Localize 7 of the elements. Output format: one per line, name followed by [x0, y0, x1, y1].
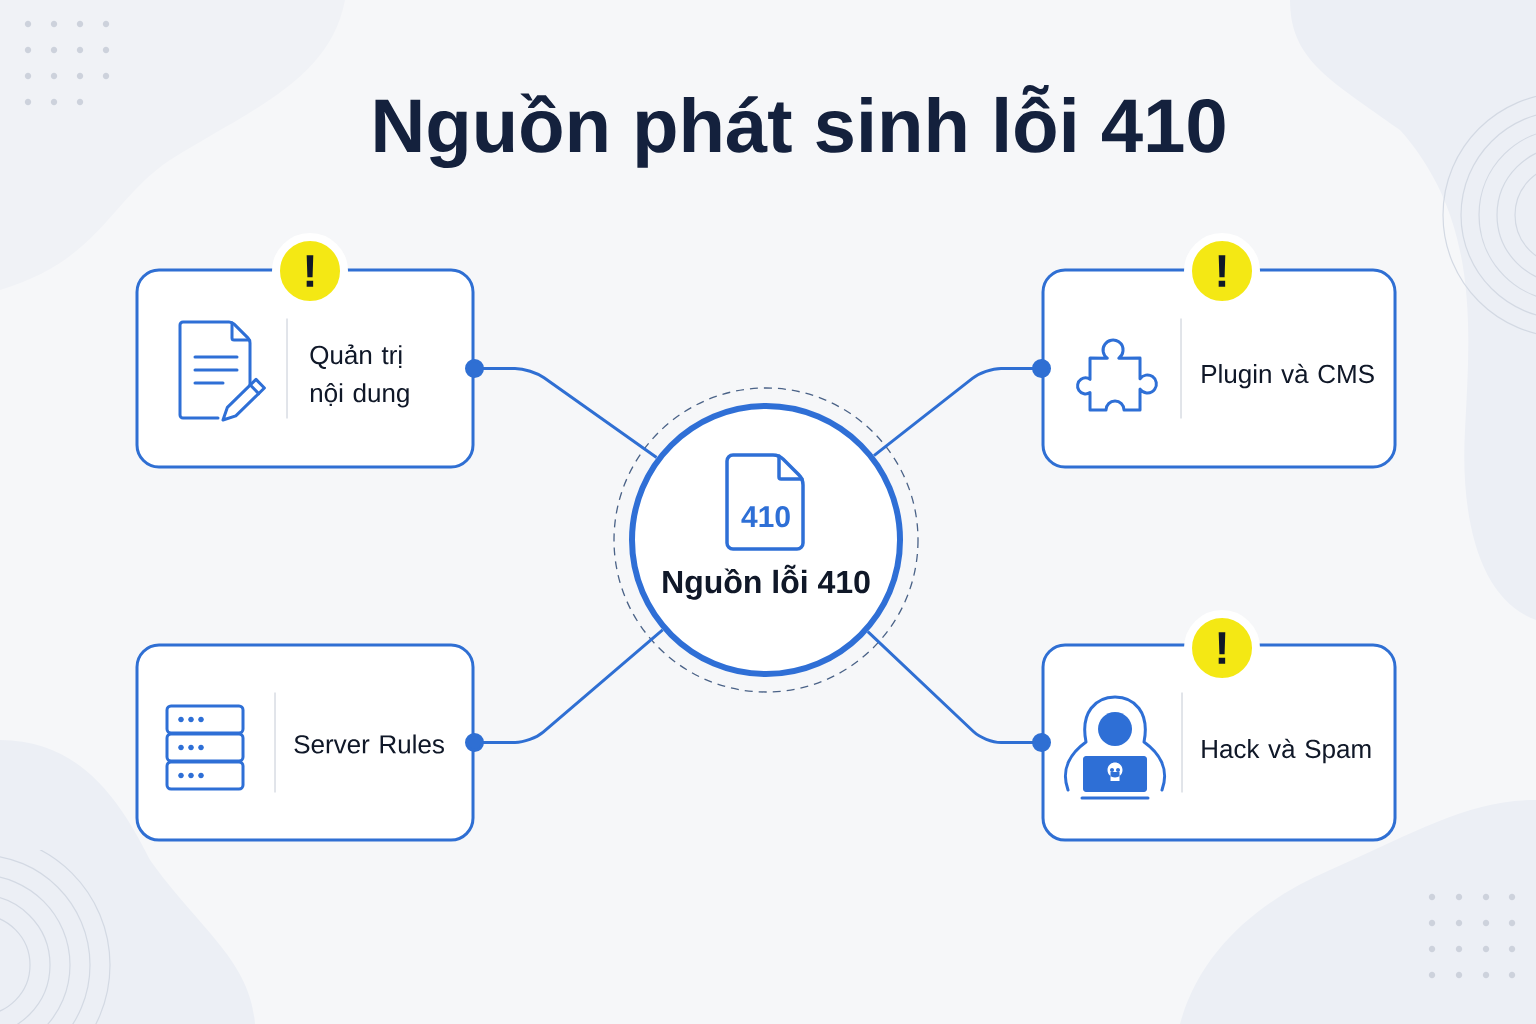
title: Nguồn phát sinh lỗi 410 [375, 84, 1225, 169]
connector [866, 630, 1051, 752]
connector [465, 628, 664, 752]
info-card: Server Rules [135, 643, 475, 842]
status-code: 410 [741, 506, 790, 528]
connector [465, 359, 658, 459]
connector [873, 359, 1051, 457]
